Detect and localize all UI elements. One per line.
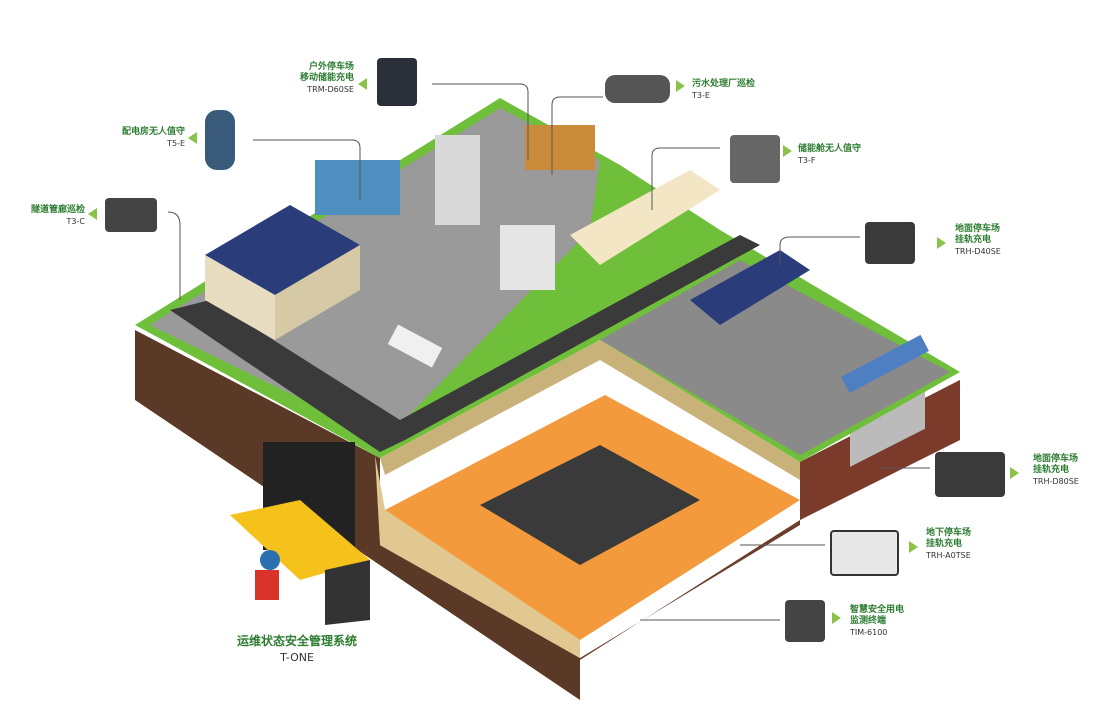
label-underground: 地下停车场 挂轨充电 TRH-A0TSE: [926, 528, 971, 561]
label-line: 移动储能充电: [299, 73, 354, 83]
parking-inner: [480, 445, 700, 565]
label-line: 储能舱无人值守: [798, 144, 862, 154]
leader-lines: [167, 83, 930, 621]
model-number: TRH-D40SE: [955, 247, 1001, 256]
label-line: 配电房无人值守: [121, 127, 185, 137]
tunnel-robot-icon: [105, 198, 157, 232]
model-number: T3-F: [798, 156, 816, 165]
label-ground-d40: 地面停车场 挂轨充电 TRH-D40SE: [955, 224, 1001, 257]
mobile-storage-charger-icon: [377, 58, 417, 106]
arrow-icon: [909, 541, 918, 553]
label-line: 监测终端: [850, 616, 887, 626]
operator-chair: [255, 570, 279, 600]
arrow-icon: [783, 145, 792, 157]
control-desk: [230, 500, 370, 580]
model-number: TRH-D80SE: [1033, 477, 1079, 486]
storage-robot-icon: [730, 135, 780, 183]
label-sewage: 污水处理厂巡检 T3-E: [692, 79, 755, 101]
arrow-icon: [1010, 467, 1019, 479]
arrow-icon: [832, 612, 841, 624]
left-soil-face: [135, 330, 580, 700]
main-road: [170, 235, 760, 452]
arrow-icon: [88, 208, 97, 220]
sewage-robot-icon: [605, 75, 670, 103]
storage-containers: [570, 170, 720, 265]
label-line: 地下停车场: [926, 528, 972, 538]
office-building: [500, 225, 555, 290]
label-power-room: 配电房无人值守 T5-E: [90, 127, 185, 149]
truck: [387, 324, 443, 368]
rail-charger-d40-icon: [865, 222, 915, 264]
desk-panel: [325, 560, 370, 625]
carport-solar: [690, 250, 810, 325]
label-storage: 储能舱无人值守 T3-F: [798, 144, 861, 166]
label-ground-d80: 地面停车场 挂轨充电 TRH-D80SE: [1033, 454, 1079, 487]
label-line: 户外停车场: [308, 62, 354, 72]
warehouse-side: [275, 245, 360, 340]
arrow-icon: [358, 78, 367, 90]
arrow-icon: [937, 237, 946, 249]
arrow-icon: [188, 132, 197, 144]
rail-charger-d80-icon: [935, 452, 1005, 497]
server-racks: [315, 160, 400, 215]
rail-charger-a0t-icon: [830, 530, 899, 576]
model-number: T5-E: [167, 139, 185, 148]
monitor-terminal-icon: [785, 600, 825, 642]
label-line: 地面停车场: [1033, 454, 1079, 464]
label-line: 污水处理厂巡检: [692, 79, 756, 89]
power-room-robot-icon: [205, 110, 235, 170]
label-line: 隧道管廊巡检: [30, 205, 85, 215]
model-number: TRH-A0TSE: [926, 551, 971, 560]
ground-right: [600, 260, 950, 455]
label-line: 挂轨充电: [926, 539, 963, 549]
warehouse: [205, 255, 275, 340]
sewage-plant: [525, 125, 595, 170]
model-number: TRM-D60SE: [307, 85, 354, 94]
label-line: 地面停车场: [955, 224, 1001, 234]
system-model: T-ONE: [280, 651, 314, 664]
train: [841, 334, 929, 394]
label-line: 挂轨充电: [955, 235, 992, 245]
pit-front-left: [375, 455, 580, 658]
label-tunnel: 隧道管廊巡检 T3-C: [5, 205, 85, 227]
tunnel-window: [850, 383, 925, 467]
warehouse-roof-solar: [205, 205, 360, 295]
label-monitor: 智慧安全用电 监测终端 TIM-6100: [850, 605, 904, 638]
model-number: T3-E: [692, 91, 710, 100]
arrow-icon: [676, 80, 685, 92]
model-number: T3-C: [66, 217, 85, 226]
label-line: 智慧安全用电: [850, 605, 905, 615]
model-number: TIM-6100: [850, 628, 888, 637]
label-outdoor-mobile: 户外停车场 移动储能充电 TRM-D60SE: [280, 62, 354, 95]
operator: [260, 550, 280, 570]
system-name: 运维状态安全管理系统: [236, 634, 357, 648]
system-title: 运维状态安全管理系统 T-ONE: [222, 632, 372, 664]
tower-building: [435, 135, 480, 225]
label-line: 挂轨充电: [1033, 465, 1070, 475]
